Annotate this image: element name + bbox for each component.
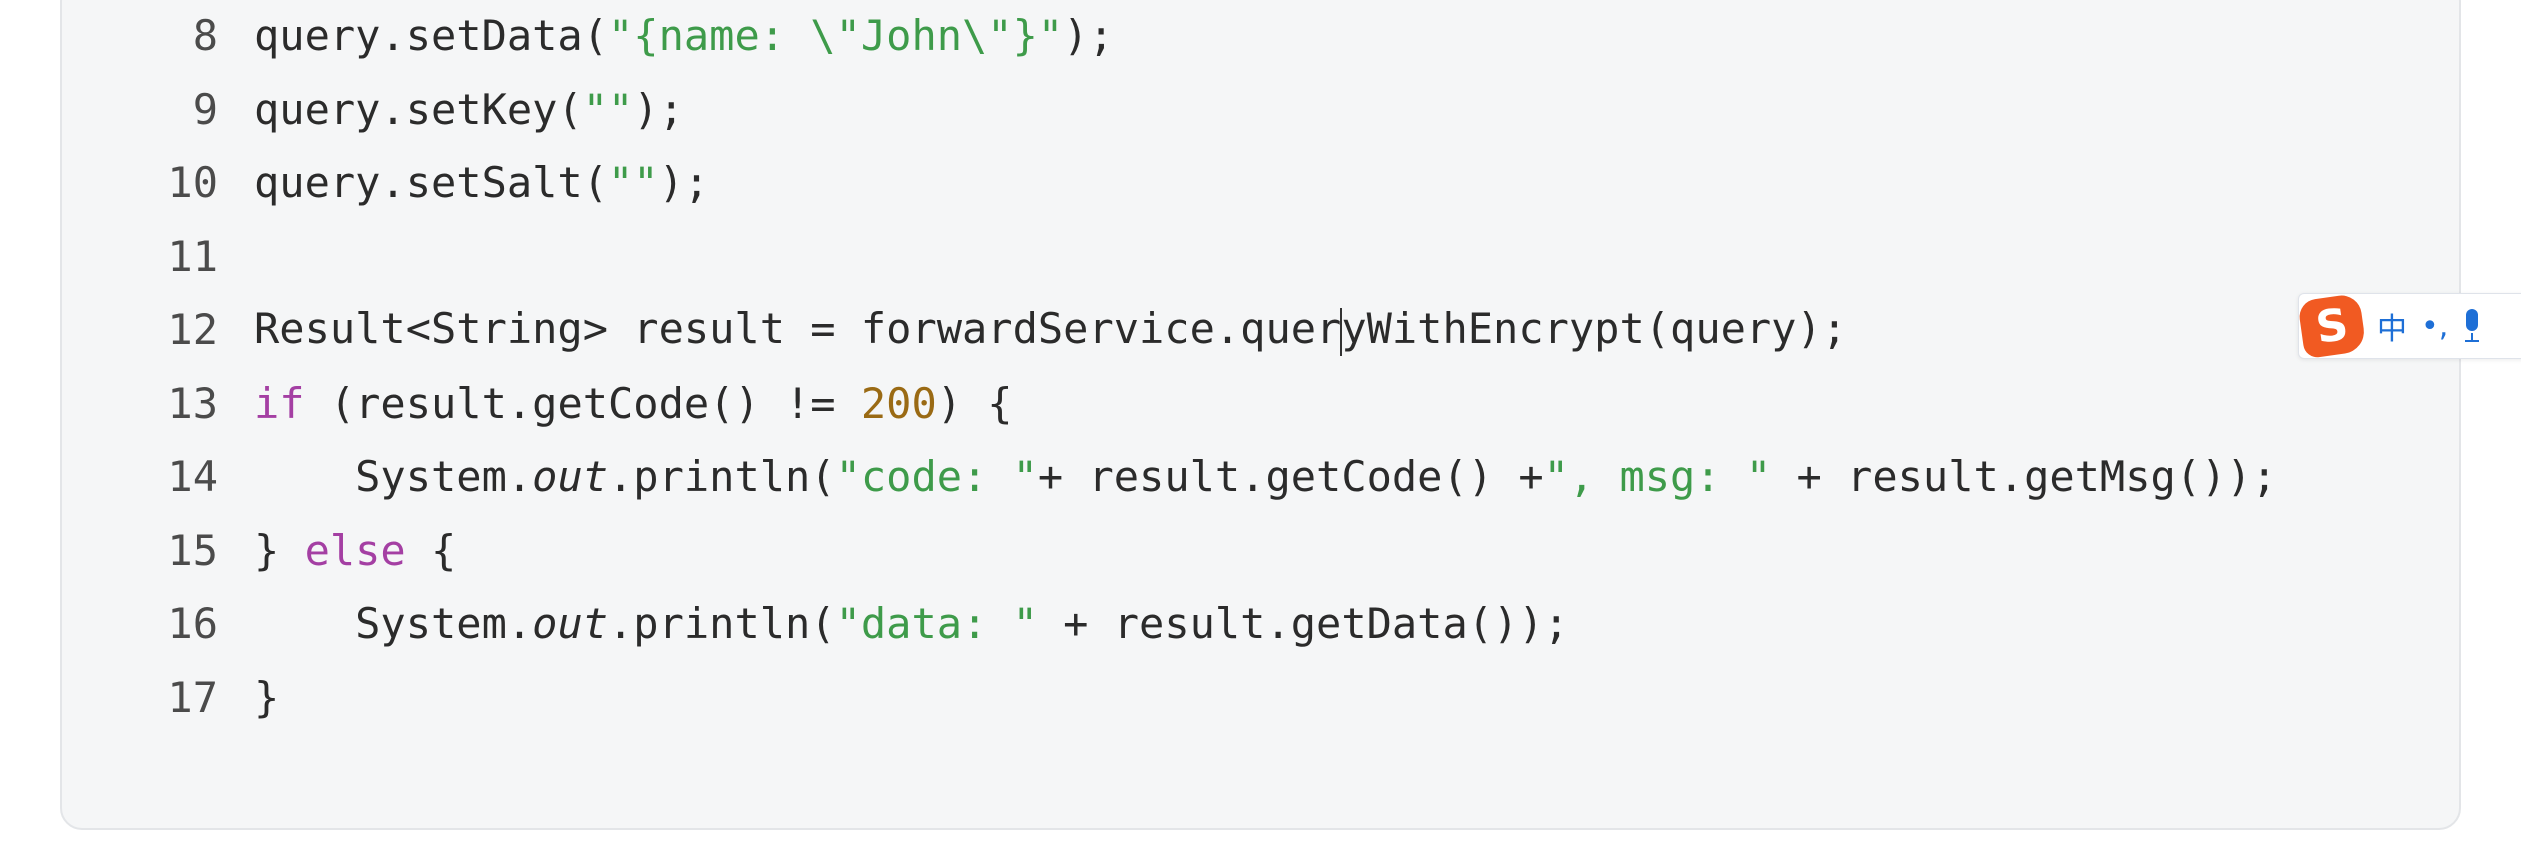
code-text[interactable]: Result<String> result = forwardService.q… bbox=[218, 304, 1847, 356]
ime-toolbar[interactable]: S 中 •, bbox=[2297, 292, 2521, 360]
code-line: 13 if (result.getCode() != 200) { bbox=[62, 367, 2459, 441]
code-line: 15 } else { bbox=[62, 514, 2459, 588]
line-number: 17 bbox=[167, 672, 218, 722]
code-text[interactable]: System.out.println("code: "+ result.getC… bbox=[254, 452, 2277, 502]
code-text[interactable]: } else { bbox=[254, 525, 457, 575]
line-number: 9 bbox=[192, 84, 218, 134]
microphone-icon[interactable] bbox=[2464, 309, 2480, 343]
code-line: 14 System.out.println("code: "+ result.g… bbox=[62, 440, 2459, 514]
code-line: 9 query.setKey(""); bbox=[62, 73, 2459, 147]
code-line: 17 } bbox=[62, 661, 2459, 735]
line-number: 10 bbox=[167, 158, 218, 208]
ime-logo[interactable]: S bbox=[2297, 292, 2367, 360]
code-lines: 8 query.setData("{name: \"John\"}"); 9 q… bbox=[62, 0, 2459, 734]
code-text[interactable]: } bbox=[254, 672, 280, 722]
code-line: 12 Result<String> result = forwardServic… bbox=[62, 293, 2459, 367]
line-number: 8 bbox=[192, 11, 218, 61]
code-block: 8 query.setData("{name: \"John\"}"); 9 q… bbox=[60, 0, 2461, 830]
line-number: 14 bbox=[167, 452, 218, 502]
code-line: 16 System.out.println("data: " + result.… bbox=[62, 587, 2459, 661]
line-number: 13 bbox=[167, 378, 218, 428]
code-text[interactable]: System.out.println("data: " + result.get… bbox=[254, 599, 1569, 649]
code-line: 11 bbox=[62, 220, 2459, 294]
ime-punctuation-toggle[interactable]: •, bbox=[2421, 308, 2449, 344]
code-text[interactable]: query.setKey(""); bbox=[254, 84, 684, 134]
code-text[interactable]: if (result.getCode() != 200) { bbox=[254, 378, 1013, 428]
line-number: 11 bbox=[167, 231, 218, 281]
line-number: 12 bbox=[167, 305, 218, 355]
code-text[interactable]: query.setData("{name: \"John\"}"); bbox=[254, 11, 1114, 61]
code-line: 8 query.setData("{name: \"John\"}"); bbox=[62, 0, 2459, 73]
line-number: 16 bbox=[167, 599, 218, 649]
line-number: 15 bbox=[167, 525, 218, 575]
code-line: 10 query.setSalt(""); bbox=[62, 146, 2459, 220]
text-cursor bbox=[1340, 307, 1343, 356]
code-text[interactable]: query.setSalt(""); bbox=[254, 158, 710, 208]
ime-mode-toggle[interactable]: 中 bbox=[2377, 312, 2407, 347]
